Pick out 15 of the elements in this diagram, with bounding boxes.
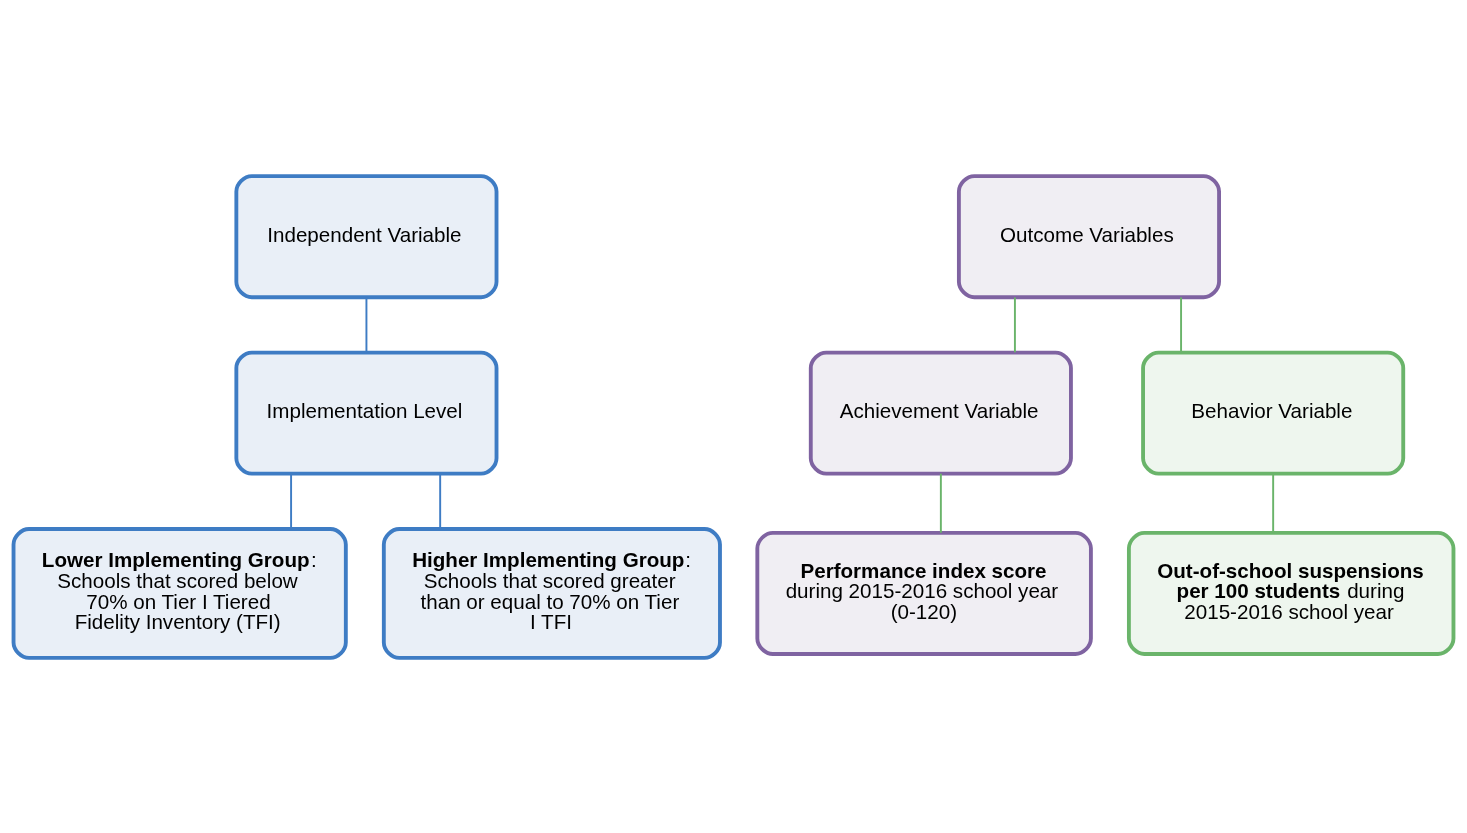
connector: [1272, 472, 1275, 534]
node-box: Lower Implementing Group: Schools that scored below 70% on Tier I Tiered Fidelity Inventory (TFI): [11, 526, 348, 660]
node-box: Higher Implementing Group: Schools that scored greater than or equal to 70% on Tier I TFI: [381, 526, 722, 660]
connector: [939, 472, 942, 534]
connector: [290, 472, 293, 530]
node-box: Performance index score during 2015-2016 school year (0-120): [755, 530, 1093, 656]
node-box: Independent Variable: [234, 173, 499, 299]
node-box: Outcome Variables: [956, 173, 1221, 299]
node-box: Achievement Variable: [808, 350, 1073, 476]
connector: [1013, 295, 1016, 353]
node-box: Implementation Level: [234, 350, 499, 476]
connector: [439, 472, 442, 530]
node-box: Behavior Variable: [1141, 350, 1406, 476]
node-box: Out-of-school suspensions per 100 students during 2015-2016 school year: [1126, 530, 1456, 656]
connector: [1180, 295, 1183, 353]
